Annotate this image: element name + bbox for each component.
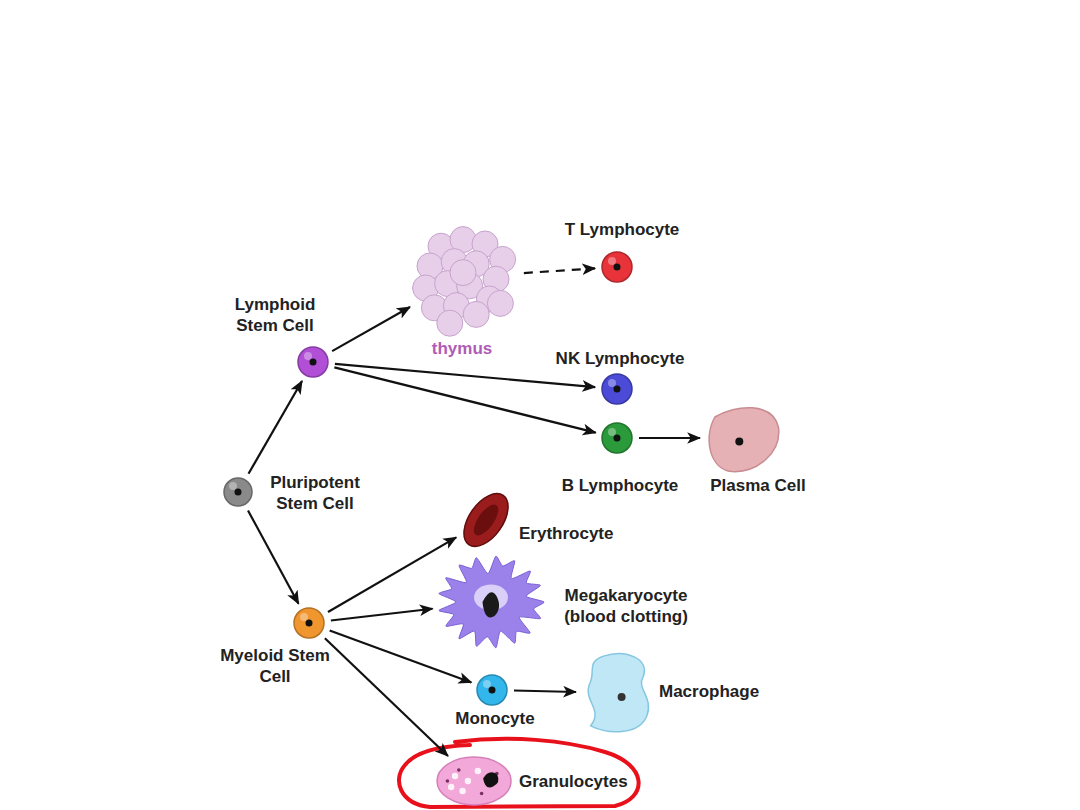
arrow-connector [514, 691, 576, 692]
cell-body [602, 423, 632, 453]
cell-illustration [438, 556, 544, 648]
cell-node: Pluripotent Stem Cell [223, 477, 253, 507]
arrow-connector [328, 537, 456, 612]
nucleus [618, 693, 626, 701]
cell-node: Plasma Cell [706, 403, 780, 473]
nucleus [614, 386, 621, 393]
cell-label: Lymphoid Stem Cell [220, 294, 330, 336]
hand-drawn-circle [399, 739, 639, 807]
cell-illustration [223, 477, 253, 507]
cell-label: Granulocytes [519, 771, 628, 792]
cell-illustration [706, 403, 780, 473]
cell-node: Erythrocyte [458, 490, 514, 550]
cell-label: Megakaryocyte (blood clotting) [551, 585, 701, 627]
nucleus [614, 264, 621, 271]
cell-body [602, 374, 632, 404]
arrow-connector [334, 367, 595, 432]
arrow-connector [248, 381, 302, 474]
cell-node: NK Lymphocyte [601, 373, 633, 405]
megakaryocyte-body [439, 556, 544, 648]
cell-body [298, 347, 328, 377]
cell-node: Granulocytes [436, 756, 512, 806]
cell-label: NK Lymphocyte [556, 348, 685, 369]
cell-node: Myeloid Stem Cell [293, 607, 325, 639]
cell-body [602, 252, 632, 282]
cell-label: Myeloid Stem Cell [220, 645, 330, 687]
cell-illustration [601, 422, 633, 454]
granulocyte-body [437, 757, 511, 805]
arrow-connector [331, 609, 433, 621]
nucleus [483, 772, 498, 787]
cell-node: Megakaryocyte (blood clotting) [438, 556, 544, 648]
cell-node: Macrophage [582, 652, 654, 734]
cell-body [224, 478, 252, 506]
thymus-lobe [450, 260, 476, 286]
thymus-lobe [437, 310, 463, 336]
nucleus [489, 687, 496, 694]
cell-node: thymus [408, 222, 518, 332]
arrow-connector [330, 631, 472, 683]
plasma-cell-body [709, 408, 779, 472]
cell-illustration [458, 490, 514, 550]
nucleus [735, 438, 743, 446]
cell-label: Pluripotent Stem Cell [260, 472, 370, 514]
cell-label: Macrophage [659, 681, 759, 702]
nucleus [483, 592, 500, 617]
cell-illustration [582, 652, 654, 734]
cell-body [294, 608, 324, 638]
cell-node: T Lymphocyte [601, 251, 633, 283]
erythrocyte-body [455, 486, 517, 554]
arrow-connector [639, 437, 700, 439]
macrophage-body [588, 654, 648, 732]
cell-node: Lymphoid Stem Cell [297, 346, 329, 378]
cell-label: Plasma Cell [710, 475, 805, 496]
arrow-connector [332, 307, 410, 351]
nucleus [306, 620, 313, 627]
cell-illustration [601, 251, 633, 283]
arrow-connector [524, 268, 595, 273]
cell-node: B Lymphocyte [601, 422, 633, 454]
nucleus [235, 489, 242, 496]
cell-illustration [408, 222, 518, 332]
cell-illustration [293, 607, 325, 639]
nucleus [614, 435, 621, 442]
cell-label: Monocyte [455, 708, 534, 729]
thymus-lobe [487, 290, 513, 316]
cell-illustration [297, 346, 329, 378]
thymus-lobe [463, 301, 489, 327]
cell-illustration [476, 674, 508, 706]
cell-label: T Lymphocyte [565, 219, 680, 240]
cell-node: Monocyte [476, 674, 508, 706]
cell-illustration [436, 756, 512, 806]
arrow-connector [325, 638, 448, 756]
nucleus [310, 359, 317, 366]
arrow-connector [248, 510, 299, 603]
cell-illustration [601, 373, 633, 405]
cell-body [477, 675, 507, 705]
cell-label: Erythrocyte [519, 523, 613, 544]
cell-label: B Lymphocyte [562, 475, 679, 496]
cell-label: thymus [432, 338, 492, 359]
